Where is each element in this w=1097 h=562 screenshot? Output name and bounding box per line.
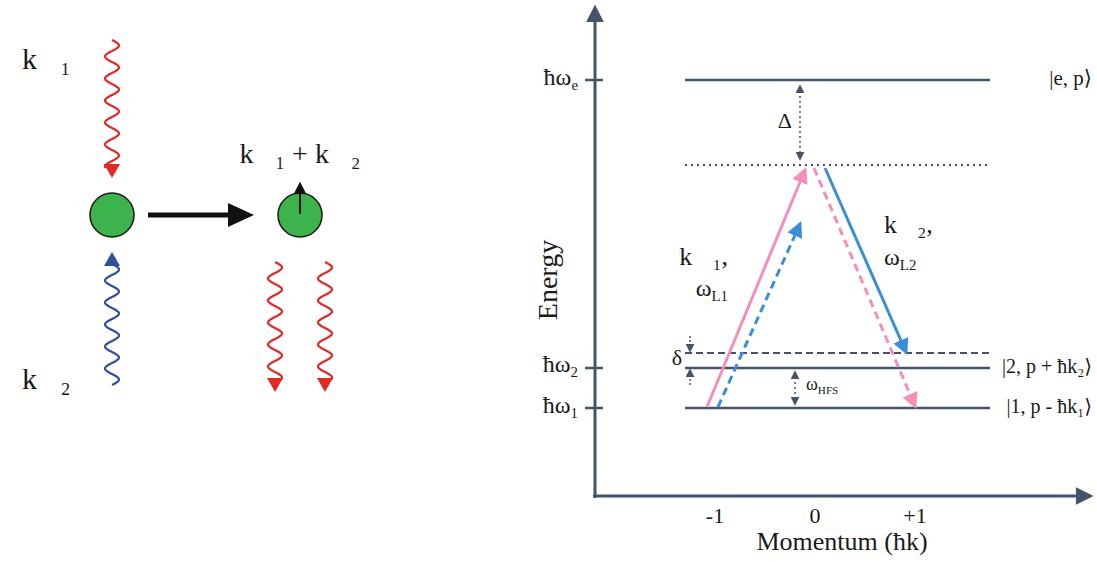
process-arrow-head <box>228 203 254 227</box>
energy-level <box>685 79 990 82</box>
splitting-marker <box>794 372 796 404</box>
level-energy: ħω1 <box>543 392 578 420</box>
state-label: |1, p - ħk₁⟩ <box>1007 395 1092 418</box>
laser-label: k⃗₁, <box>679 242 728 272</box>
wave-vector-label: k⃗₂ <box>22 362 71 397</box>
level-energy: ħωe <box>544 64 578 92</box>
energy-diagram <box>585 8 1090 498</box>
photon-k2-head <box>104 252 120 266</box>
axis-tick <box>585 79 603 82</box>
axis-title: Momentum (ħk) <box>756 527 927 557</box>
axis-title: Energy <box>532 240 564 320</box>
splitting-label: ωHFS <box>806 374 838 395</box>
wave-vector-label: k⃗₁ + k⃗₂ <box>240 138 361 170</box>
laser-transition <box>718 224 800 407</box>
detuning-marker <box>799 86 801 159</box>
momentum-axis <box>593 495 1090 498</box>
photon-k1 <box>318 262 332 382</box>
axis-tick <box>585 407 603 410</box>
energy-level <box>685 367 990 370</box>
photon-k2 <box>105 262 119 385</box>
energy-axis <box>594 8 597 498</box>
photon-k1 <box>105 40 119 168</box>
energy-level <box>685 407 990 410</box>
axis-tick <box>585 367 603 370</box>
tick-label: 0 <box>810 503 821 528</box>
detuning-label: δ <box>672 345 682 370</box>
atom <box>90 193 134 237</box>
level-energy: ħω2 <box>543 351 578 379</box>
detuning-marker <box>689 336 691 351</box>
detuning-label: Δ <box>778 108 792 133</box>
state-label: |e, p⟩ <box>1049 66 1092 90</box>
laser-transition <box>814 168 915 406</box>
wave-vector-label: k⃗₁ <box>22 42 71 77</box>
virtual-level <box>685 164 990 166</box>
tick-label: -1 <box>706 503 724 528</box>
scattering-sketch <box>90 40 333 392</box>
process-arrow <box>148 213 232 218</box>
photon-k1-head <box>267 378 283 392</box>
photon-k1-head <box>317 378 333 392</box>
laser-label: ωL1 <box>696 275 728 303</box>
laser-transition <box>825 168 906 352</box>
laser-label: ωL2 <box>884 244 916 272</box>
tick-label: +1 <box>903 503 926 528</box>
laser-label: k⃗₂, <box>884 210 933 240</box>
photon-k1-head <box>104 164 120 178</box>
state-label: |2, p + ħk₂⟩ <box>1002 355 1092 378</box>
recoil-arrow <box>299 184 301 214</box>
detuning-marker <box>689 370 691 385</box>
laser-transition <box>707 170 805 407</box>
photon-k1 <box>268 262 282 382</box>
